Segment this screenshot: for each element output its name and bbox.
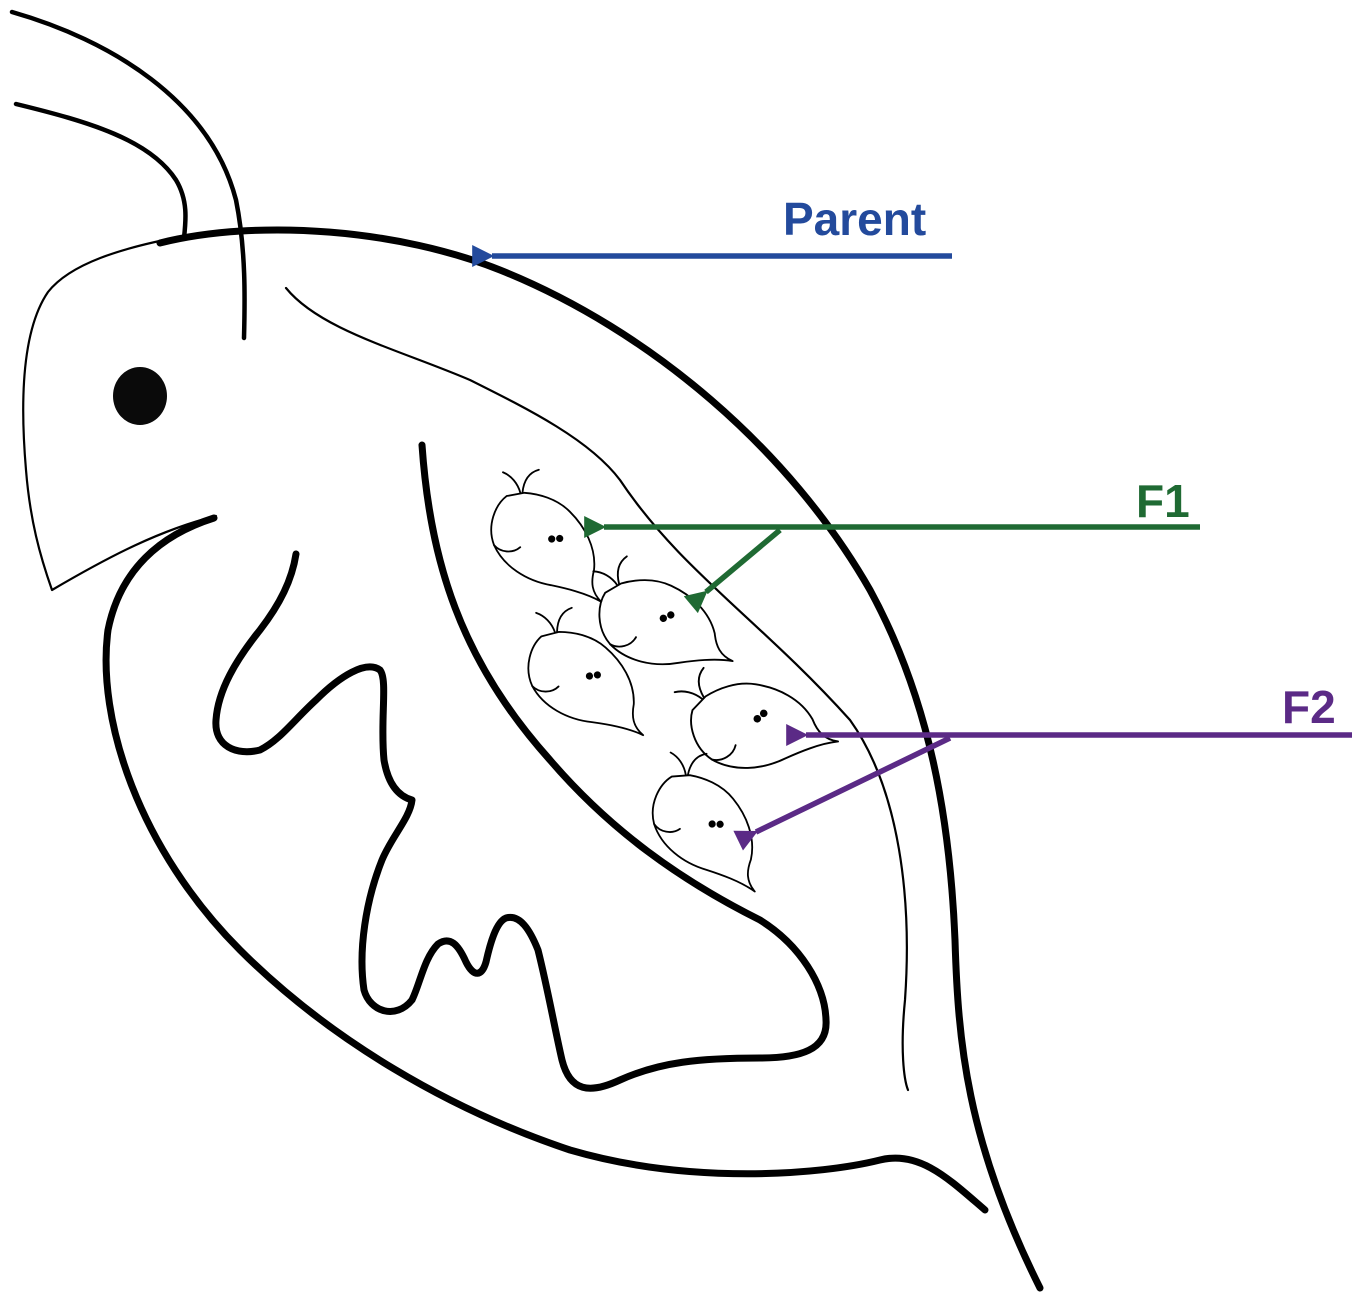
f2-juvenile-1 [662,632,838,812]
second-antenna [12,12,245,338]
f1-arrow-branch [706,530,780,592]
f1-juvenile-1 [487,466,601,609]
f1-juvenile-3 [520,600,643,749]
arrows [492,256,1352,832]
f1-label: F1 [1136,478,1190,524]
f1-juvenile-2 [579,534,733,704]
f2-arrow-branch [756,738,950,832]
f2-juvenile-2 [650,752,759,892]
f2-label: F2 [1282,684,1336,730]
inner-carapace-line [286,288,908,1090]
parent-label: Parent [783,196,926,242]
carapace-ventral-outline [106,518,985,1210]
compound-eye [113,367,167,425]
f1-offspring [487,466,838,891]
first-antenna [16,104,186,238]
